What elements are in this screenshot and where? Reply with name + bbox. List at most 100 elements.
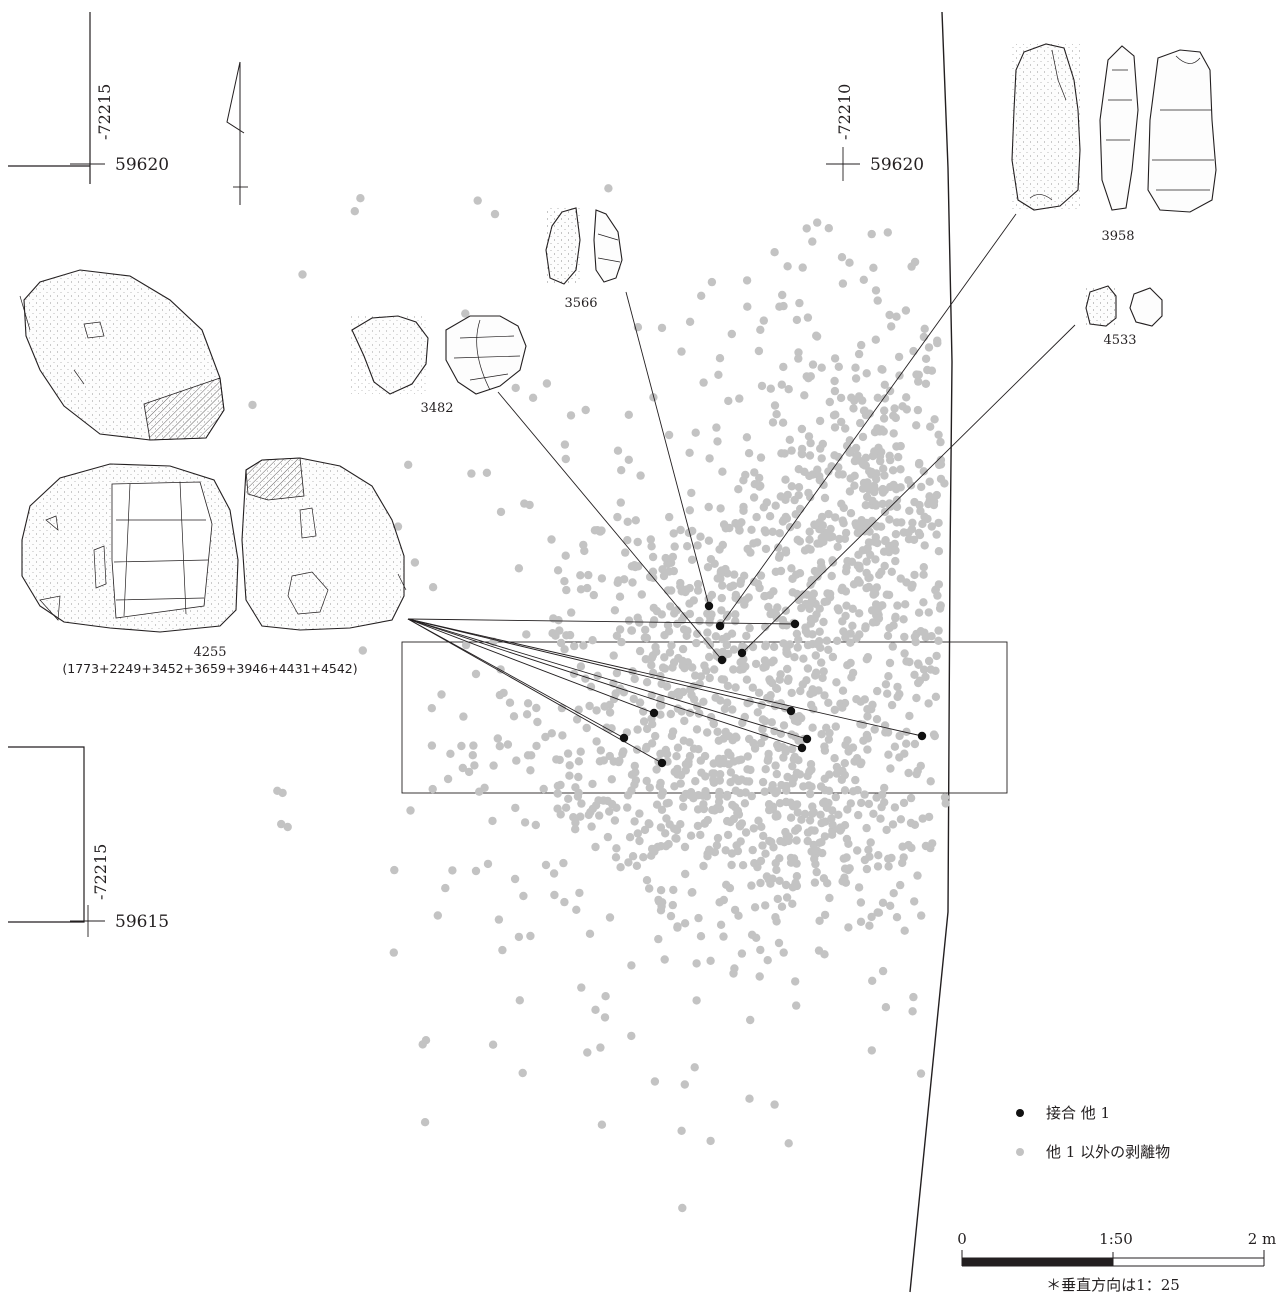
debitage-point (553, 789, 562, 798)
debitage-point (756, 571, 766, 580)
debitage-point (278, 788, 287, 798)
debitage-point (858, 432, 868, 442)
debitage-point (704, 502, 713, 512)
debitage-point (685, 317, 695, 326)
debitage-point (878, 790, 887, 799)
debitage-point (761, 642, 770, 651)
debitage-point (805, 451, 815, 460)
debitage-point (823, 879, 832, 888)
debitage-point (864, 799, 874, 809)
debitage-point (776, 566, 786, 576)
debitage-point (642, 724, 652, 734)
debitage-point (733, 806, 743, 815)
debitage-point (787, 446, 796, 455)
debitage-point (805, 535, 814, 544)
debitage-point (561, 454, 570, 464)
debitage-point (441, 883, 450, 893)
debitage-point (896, 880, 905, 890)
debitage-point (921, 354, 931, 363)
debitage-point (825, 770, 834, 779)
debitage-point (658, 898, 667, 907)
debitage-point (902, 727, 911, 736)
debitage-point (642, 876, 652, 885)
debitage-point (913, 405, 923, 415)
debitage-point (873, 296, 882, 305)
debitage-point (910, 739, 920, 749)
debitage-point (887, 322, 896, 331)
debitage-point (798, 263, 807, 272)
debitage-point (726, 778, 735, 787)
debitage-point (815, 838, 824, 847)
debitage-point (874, 851, 883, 860)
debitage-point (734, 485, 743, 494)
debitage-point (730, 905, 740, 915)
debitage-point (448, 866, 457, 875)
debitage-point (872, 583, 881, 592)
debitage-point (656, 886, 666, 895)
debitage-point (650, 847, 659, 856)
debitage-point (647, 661, 656, 670)
debitage-point (685, 506, 694, 515)
debitage-point (664, 839, 673, 849)
debitage-point (703, 628, 712, 637)
debitage-point (926, 777, 935, 786)
debitage-point (914, 460, 924, 469)
debitage-point (898, 402, 907, 411)
debitage-point (676, 820, 685, 829)
debitage-point (923, 365, 932, 375)
debitage-point (693, 586, 703, 595)
grid-marker-sw: -72215 59615 (8, 746, 169, 937)
debitage-point (817, 454, 826, 463)
debitage-point (800, 809, 810, 819)
debitage-point (870, 725, 879, 734)
debitage-point (569, 813, 578, 822)
debitage-point (745, 697, 754, 706)
debitage-point (866, 519, 875, 528)
debitage-point (641, 744, 651, 753)
debitage-point (824, 735, 834, 744)
debitage-point (680, 842, 690, 852)
debitage-point (428, 583, 438, 592)
debitage-point (574, 757, 584, 766)
debitage-point (900, 926, 909, 935)
debitage-point (685, 738, 694, 747)
debitage-point (771, 913, 780, 922)
debitage-point (921, 379, 931, 388)
debitage-point (851, 374, 861, 383)
debitage-point (750, 468, 759, 477)
scale-start-label: 0 (957, 1230, 967, 1248)
debitage-point (926, 665, 935, 674)
debitage-point (760, 656, 770, 665)
debitage-point (808, 723, 817, 732)
debitage-point (838, 703, 847, 712)
debitage-point (736, 658, 745, 667)
debitage-point (888, 642, 897, 651)
debitage-point (919, 598, 928, 607)
debitage-point (749, 539, 758, 548)
debitage-point (571, 783, 580, 792)
debitage-point (872, 715, 882, 724)
debitage-point (834, 362, 843, 371)
debitage-point (684, 528, 694, 537)
conjoined-point (717, 655, 727, 665)
debitage-point (557, 703, 567, 713)
debitage-point (645, 783, 654, 792)
debitage-point (573, 792, 583, 801)
conjoined-point (619, 733, 629, 743)
debitage-point (584, 570, 593, 580)
debitage-point (822, 529, 832, 538)
debitage-point (723, 790, 732, 800)
debitage-point (838, 686, 848, 695)
debitage-point (754, 346, 764, 356)
debitage-point (693, 821, 703, 831)
debitage-point (775, 854, 784, 863)
debitage-point (812, 867, 821, 877)
debitage-point (748, 642, 758, 652)
debitage-point (761, 716, 770, 726)
debitage-point (805, 527, 814, 536)
debitage-point (896, 465, 905, 474)
debitage-point (894, 352, 904, 362)
debitage-point (918, 519, 927, 529)
debitage-point (522, 710, 532, 719)
debitage-point (503, 740, 513, 749)
